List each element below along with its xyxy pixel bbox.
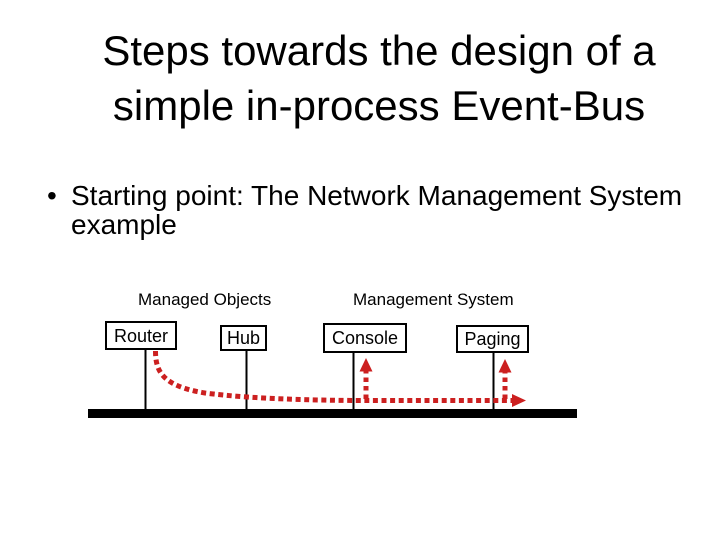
bullet-line-1: Starting point: The Network Management S…: [71, 180, 683, 211]
bullet-item: Starting point: The Network Management S…: [71, 181, 682, 239]
label-management-system: Management System: [353, 290, 514, 309]
slide-title-line-1: Steps towards the design of a: [102, 27, 656, 74]
event-flow-right-arrowhead: [512, 394, 526, 407]
label-managed-objects: Managed Objects: [138, 290, 272, 309]
node-paging: Paging: [456, 325, 529, 353]
node-console: Console: [323, 323, 407, 353]
bullet-line-2: example: [71, 209, 177, 240]
bullet-marker: •: [47, 180, 57, 211]
event-flow-paging-arrowhead: [498, 359, 512, 373]
event-flow-main-arrow: [153, 350, 512, 403]
node-console-label: Console: [331, 328, 399, 348]
event-flow-console-arrowhead: [359, 358, 373, 372]
node-hub-label: Hub: [226, 328, 261, 348]
network-bus-bar: [88, 409, 577, 418]
node-router: Router: [105, 321, 177, 350]
node-paging-label: Paging: [464, 329, 521, 349]
node-router-label: Router: [113, 325, 169, 346]
node-hub: Hub: [220, 325, 267, 351]
slide-title: Steps towards the design of a simple in-…: [19, 23, 720, 133]
slide-title-line-2: simple in-process Event-Bus: [112, 82, 646, 129]
